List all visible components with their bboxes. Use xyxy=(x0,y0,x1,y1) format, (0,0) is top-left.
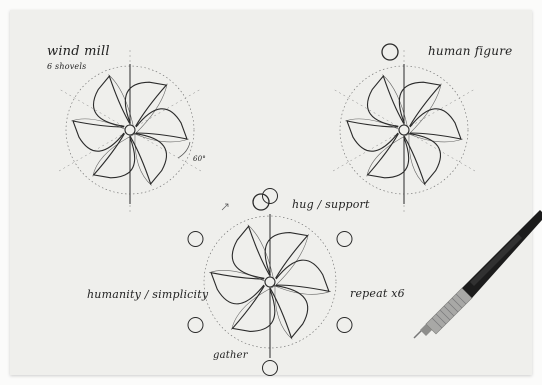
blade-hatch xyxy=(232,286,275,330)
human-figure-label: human figure xyxy=(428,44,512,58)
arrow-mark xyxy=(222,204,228,210)
blade-hatch xyxy=(367,134,409,176)
angle-arc xyxy=(178,142,190,158)
hug-support-label: hug / support xyxy=(292,198,370,211)
satellite-head xyxy=(263,189,278,204)
windmill-repeat-diagram xyxy=(204,214,336,358)
hub-circle xyxy=(399,125,409,135)
windmill-blade xyxy=(232,226,269,278)
gather-label: gather xyxy=(213,350,248,361)
windmill-diagram xyxy=(59,48,201,212)
windmill-human-figure-diagram xyxy=(333,48,475,212)
hub-circle xyxy=(125,125,135,135)
windmill-blade xyxy=(94,134,135,178)
mechanical-pencil xyxy=(414,210,542,338)
satellite-head xyxy=(337,232,352,247)
shovels-label: 6 shovels xyxy=(47,62,86,71)
windmill-blade xyxy=(93,76,129,126)
angle-label: 60° xyxy=(193,155,206,163)
head-circle xyxy=(253,194,269,210)
satellite-head xyxy=(188,232,203,247)
windmill-blade xyxy=(367,76,403,126)
windmill-blade xyxy=(233,286,275,332)
satellite-head xyxy=(188,318,203,333)
repeat-label: repeat x6 xyxy=(350,287,405,300)
windmill-label: wind mill xyxy=(47,44,110,59)
satellite-head xyxy=(263,361,278,376)
hub-circle xyxy=(265,277,275,287)
humanity-label: humanity / simplicity xyxy=(87,288,208,301)
satellite-head xyxy=(337,318,352,333)
head-circle xyxy=(382,44,398,60)
windmill-blade xyxy=(368,134,409,178)
blade-hatch xyxy=(93,134,135,176)
